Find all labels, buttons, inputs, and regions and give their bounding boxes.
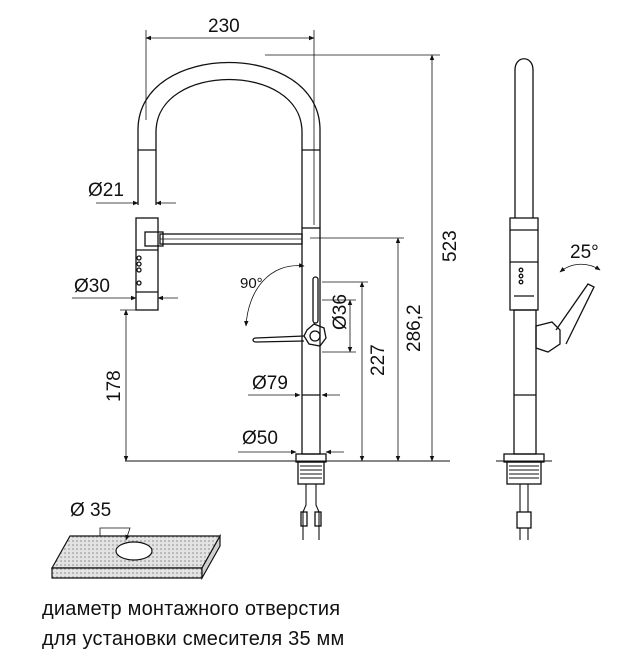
dim-angle-25: 25° xyxy=(570,242,599,263)
dim-dia-36: Ø36 xyxy=(330,294,351,330)
handle-pivot xyxy=(303,323,327,347)
side-hose xyxy=(514,58,534,218)
dim-height-286: 286,2 xyxy=(404,304,425,352)
front-view xyxy=(135,61,327,540)
mounting-plate xyxy=(50,527,222,581)
hole-diameter-label: Ø 35 xyxy=(70,500,111,521)
spray-head xyxy=(135,217,159,311)
caption-line-1: диаметр монтажного отверстия xyxy=(42,598,341,620)
dim-height-523: 523 xyxy=(440,230,461,262)
dim-height-227: 227 xyxy=(368,344,389,376)
dim-angle-90: 90° xyxy=(240,275,263,292)
mounting-hole xyxy=(115,541,153,561)
dim-dia-79: Ø79 xyxy=(252,373,288,394)
dimension-lines xyxy=(72,30,440,462)
dim-height-178: 178 xyxy=(104,370,125,402)
dim-dia-21: Ø21 xyxy=(88,180,124,201)
dim-width-230: 230 xyxy=(208,16,240,37)
spring-hose xyxy=(137,61,321,228)
dim-dia-50: Ø50 xyxy=(242,428,278,449)
side-view xyxy=(503,58,601,540)
dim-dia-30: Ø30 xyxy=(74,276,110,297)
handle-lever xyxy=(255,335,305,339)
caption-line-2: для установки смесителя 35 мм xyxy=(42,628,345,650)
